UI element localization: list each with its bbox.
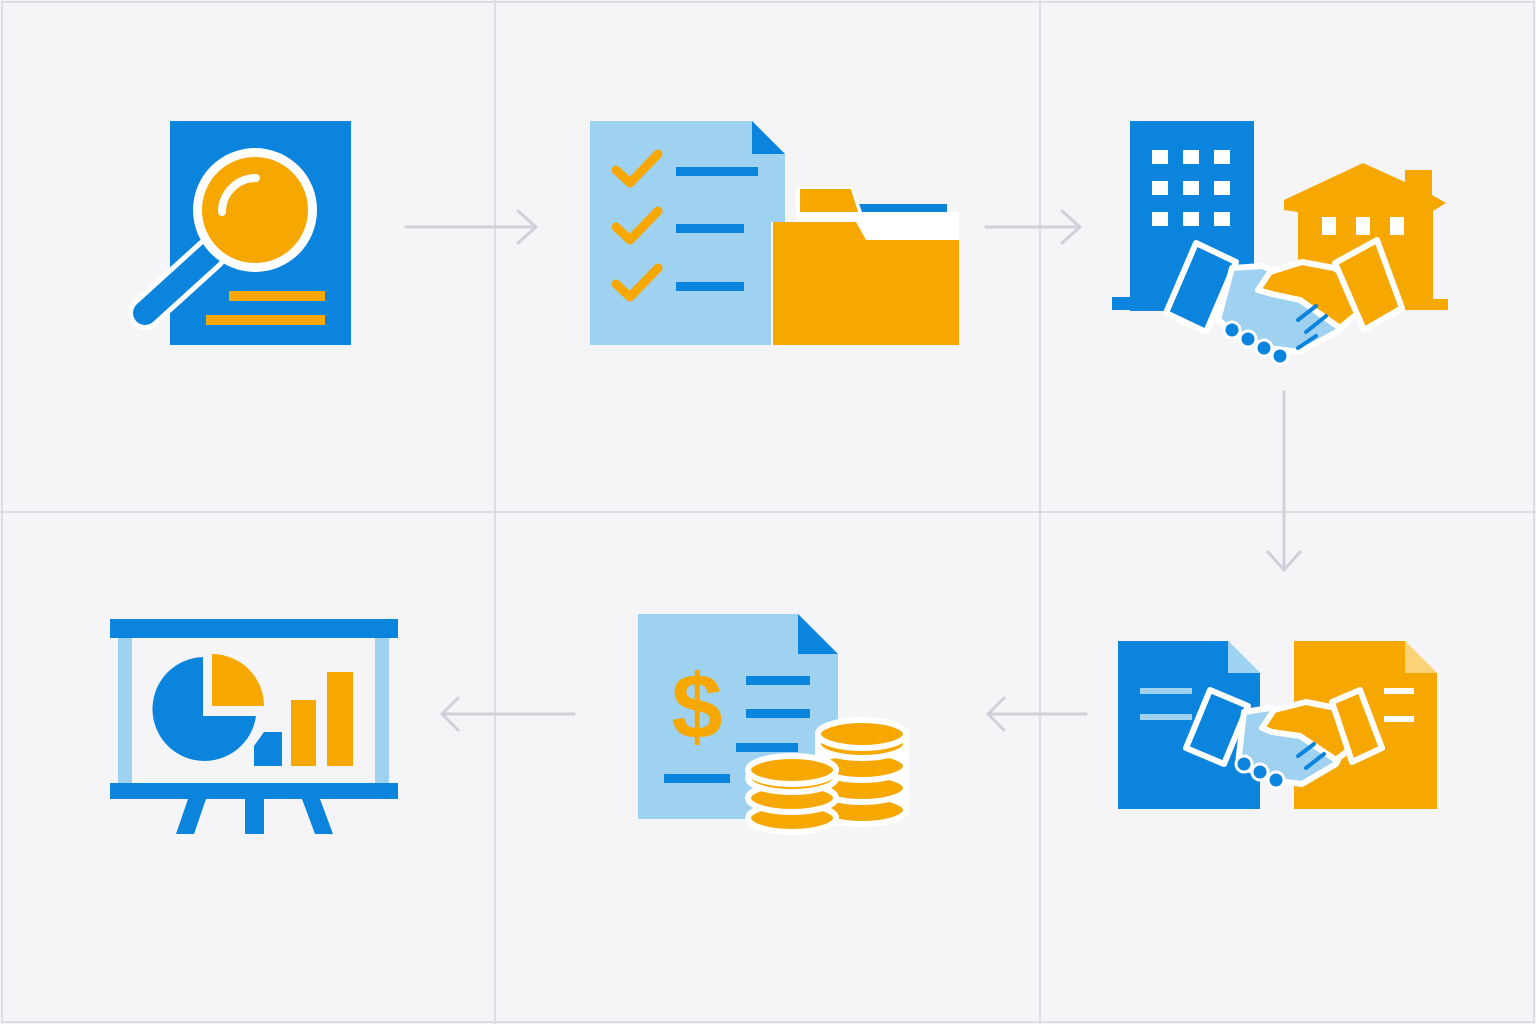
arrow-step1-to-step2: [404, 209, 538, 245]
document-search-icon: [128, 121, 351, 345]
invoice-coins-icon: $: [638, 614, 909, 835]
dollar-sign: $: [671, 656, 722, 758]
flow-arrows: [404, 209, 1302, 732]
arrow-step2-to-step3: [984, 209, 1082, 245]
arrow-step3-to-step4: [1266, 390, 1302, 572]
contract-handshake-icon: [1118, 641, 1437, 809]
arrow-step4-to-step5: [986, 696, 1088, 732]
building-house-handshake-icon: [1112, 121, 1448, 366]
arrow-step5-to-step6: [440, 696, 576, 732]
checklist-folder-icon: [590, 121, 959, 345]
presentation-chart-icon: [110, 619, 398, 834]
